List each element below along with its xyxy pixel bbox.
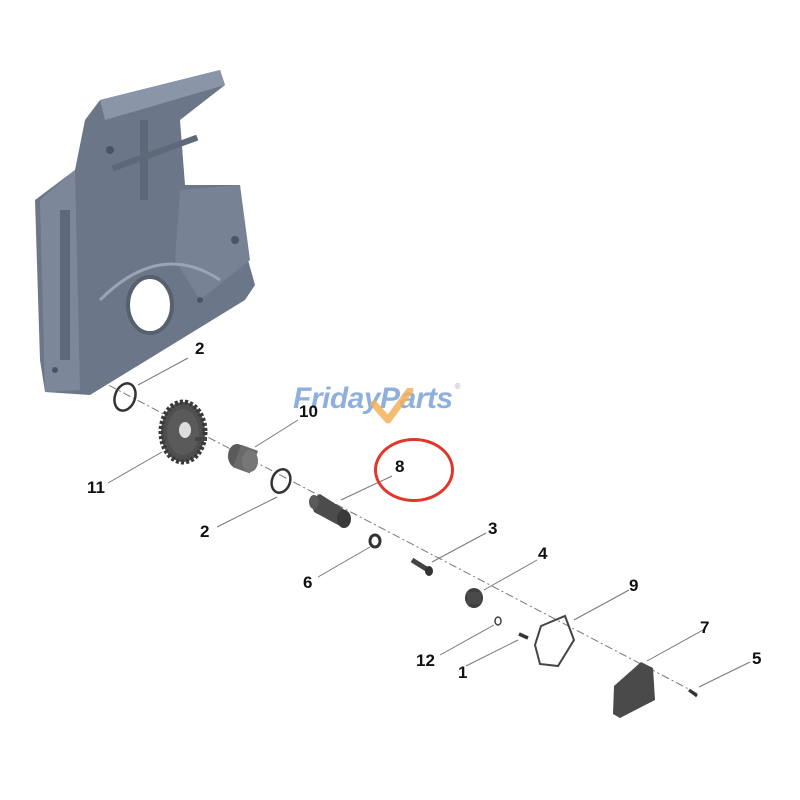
cover-plate xyxy=(613,662,655,718)
callout-7: 7 xyxy=(700,618,710,637)
bushing xyxy=(228,444,259,474)
bolt-5 xyxy=(688,688,698,698)
callout-1: 1 xyxy=(458,663,468,682)
bolt-3 xyxy=(410,557,433,576)
callout-10: 10 xyxy=(299,402,318,421)
callout-5: 5 xyxy=(752,649,762,668)
callout-12: 12 xyxy=(416,651,435,670)
callout-2-upper: 2 xyxy=(195,339,205,358)
registered-mark: ® xyxy=(454,382,461,391)
gasket xyxy=(533,614,576,668)
logo-text-friday: Friday xyxy=(293,382,381,415)
callout-3: 3 xyxy=(488,519,498,538)
gear-housing-cover xyxy=(35,70,255,395)
small-o-ring xyxy=(494,616,502,626)
logo-checkmark-icon xyxy=(370,388,414,424)
leader-lines xyxy=(107,357,751,688)
washer xyxy=(368,533,382,549)
o-ring-upper xyxy=(113,382,137,412)
o-ring-lower xyxy=(270,468,292,494)
screw xyxy=(518,632,529,640)
hub xyxy=(465,588,483,608)
idler-gear xyxy=(158,399,208,465)
callout-4: 4 xyxy=(538,544,548,563)
highlight-circle xyxy=(374,438,454,502)
watermark-logo: FridayParts® xyxy=(293,382,461,416)
shaft-sleeve xyxy=(309,494,351,528)
callout-8: 8 xyxy=(395,457,405,476)
callout-6: 6 xyxy=(303,573,313,592)
callout-2-lower: 2 xyxy=(200,522,210,541)
callout-11: 11 xyxy=(87,478,105,497)
callout-9: 9 xyxy=(629,576,639,595)
